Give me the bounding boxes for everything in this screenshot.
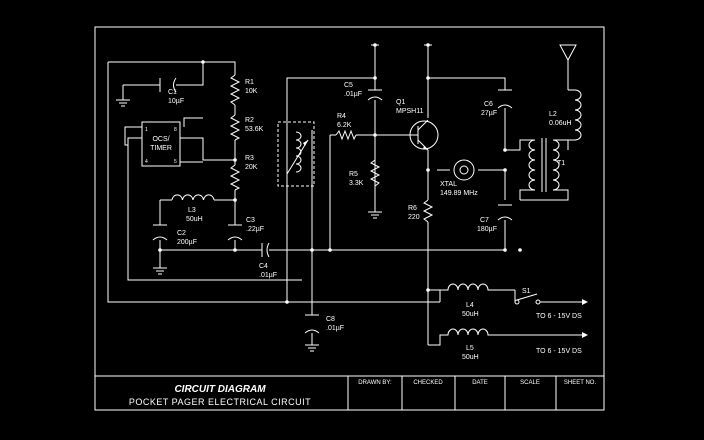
r6-value: 220	[408, 214, 420, 221]
timer-pin8: 8	[174, 127, 177, 133]
output-line-2: TO 6 - 15V DS	[490, 332, 588, 355]
r4-ref: R4	[337, 113, 346, 120]
ground-c8	[305, 344, 319, 352]
l3-value: 50uH	[186, 216, 203, 223]
capacitor-c6: C6 27µF	[481, 89, 513, 117]
wires-left	[107, 61, 440, 303]
c8-value: .01µF	[326, 325, 344, 332]
c4-ref: C4	[259, 263, 268, 270]
output-line-1: TO 6 - 15V DS	[536, 299, 588, 320]
l5-ref: L5	[466, 345, 474, 352]
resistor-r6: R6 220	[408, 199, 434, 223]
r3-ref: R3	[245, 155, 254, 162]
ground-c2	[153, 267, 167, 275]
col-drawn-by: DRAWN BY:	[358, 380, 392, 386]
timer-pin1: 1	[145, 127, 148, 133]
s1-ref: S1	[522, 288, 531, 295]
crystal-xtal: XTAL 149.89 MHz	[440, 159, 478, 197]
resistor-r3: R3 20K	[229, 155, 258, 191]
r2-ref: R2	[245, 117, 254, 124]
col-scale: SCALE	[520, 380, 540, 386]
capacitor-c1: C1 10µF	[159, 77, 184, 105]
r3-value: 20K	[245, 164, 258, 171]
timer-pin5: 5	[174, 159, 177, 165]
resistor-r2: R2 53.6K	[229, 114, 264, 141]
inductor-l2: L2 0.06uH	[549, 89, 582, 150]
r1-ref: R1	[245, 79, 254, 86]
capacitor-c3: C3 .22µF	[227, 217, 264, 241]
c7-ref: C7	[480, 217, 489, 224]
c1-ref: C1	[168, 89, 177, 96]
c3-ref: C3	[246, 217, 255, 224]
resistor-r5: R5 3.3K	[349, 159, 381, 187]
timer-pin4: 4	[145, 159, 148, 165]
c4-value: .01µF	[259, 272, 277, 279]
timer-line2: TIMER	[150, 145, 172, 152]
output-1-label: TO 6 - 15V DS	[536, 313, 582, 320]
capacitor-c2: C2 200µF	[152, 224, 197, 246]
output-2-label: TO 6 - 15V DS	[536, 348, 582, 355]
capacitor-c4: C4 .01µF	[259, 242, 277, 279]
inductor-l4: L4 50uH	[439, 283, 515, 318]
r5-ref: R5	[349, 171, 358, 178]
c1-value: 10µF	[168, 98, 184, 105]
c8-ref: C8	[326, 316, 335, 323]
r6-ref: R6	[408, 205, 417, 212]
drawing-border	[94, 26, 605, 411]
c2-ref: C2	[177, 230, 186, 237]
c2-value: 200µF	[177, 239, 197, 246]
c6-value: 27µF	[481, 110, 497, 117]
antenna	[559, 44, 577, 90]
ground-r5	[368, 211, 382, 219]
resistor-r1: R1 10K	[229, 74, 258, 106]
l2-value: 0.06uH	[549, 120, 572, 127]
timer-line1: OCS/	[152, 136, 169, 143]
c3-value: .22µF	[246, 226, 264, 233]
r4-value: 6.2K	[337, 122, 352, 129]
c7-value: 180µF	[477, 226, 497, 233]
c6-ref: C6	[484, 101, 493, 108]
l5-value: 50uH	[462, 354, 479, 361]
xtal-value: 149.89 MHz	[440, 190, 478, 197]
c5-ref: C5	[344, 82, 353, 89]
switch-s1: S1	[514, 288, 541, 305]
supply-terminal-2	[424, 43, 432, 47]
r1-value: 10K	[245, 88, 258, 95]
t1-ref: T1	[557, 160, 565, 167]
c5-value: .01µF	[344, 91, 362, 98]
q1-ref: Q1	[396, 99, 405, 106]
l4-value: 50uH	[462, 311, 479, 318]
col-checked: CHECKED	[413, 380, 443, 386]
transistor-q1: Q1 MPSH11	[396, 99, 439, 151]
col-date: DATE	[472, 380, 488, 386]
supply-terminal-1	[371, 43, 379, 47]
title-block: CIRCUIT DIAGRAM POCKET PAGER ELECTRICAL …	[95, 375, 604, 410]
capacitor-c5: C5 .01µF	[344, 82, 383, 101]
r2-value: 53.6K	[245, 126, 264, 133]
capacitor-c7: C7 180µF	[477, 204, 513, 233]
col-sheet-no: SHEET NO.	[564, 380, 597, 386]
r5-value: 3.3K	[349, 180, 364, 187]
transformer-t1: T1	[505, 138, 569, 201]
junction-dots	[158, 60, 522, 304]
variable-inductor	[277, 121, 315, 187]
inductor-l5: L5 50uH	[427, 290, 490, 361]
l2-ref: L2	[549, 111, 557, 118]
ic-oscillator-timer: OCS/ TIMER 1 8 4 5	[141, 121, 181, 167]
xtal-ref: XTAL	[440, 181, 457, 188]
diagram-title: CIRCUIT DIAGRAM	[174, 384, 266, 395]
ground-c1	[116, 99, 130, 107]
l3-ref: L3	[188, 207, 196, 214]
capacitor-c8: C8 .01µF	[304, 314, 344, 334]
l4-ref: L4	[466, 302, 474, 309]
resistor-r4: R4 6.2K	[335, 113, 357, 141]
q1-value: MPSH11	[396, 108, 424, 115]
diagram-subtitle: POCKET PAGER ELECTRICAL CIRCUIT	[129, 397, 311, 407]
inductor-l3: L3 50uH	[171, 194, 215, 223]
